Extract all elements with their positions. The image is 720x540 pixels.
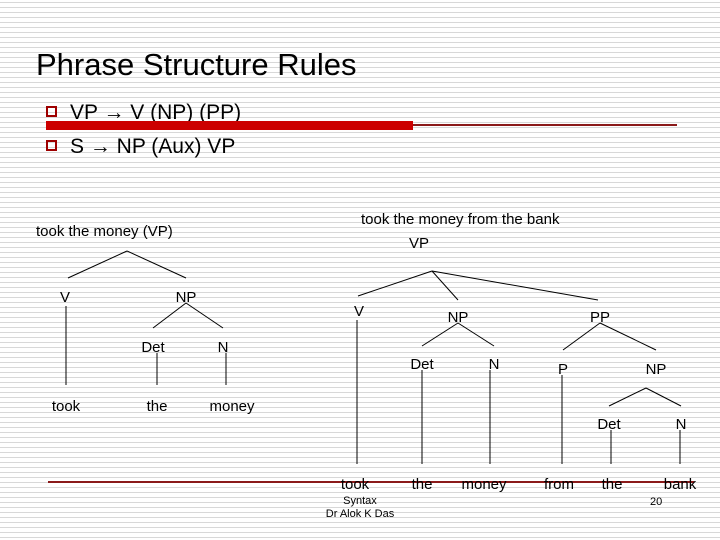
edge-np-n — [185, 302, 224, 329]
tree-right-node-pp: PP — [589, 309, 611, 326]
tree-right-word-bank: bank — [663, 476, 697, 493]
accent-bar — [46, 121, 413, 130]
tree-right-root-label: VP — [409, 235, 430, 252]
bullet-item-1-label: VP → V (NP) (PP) — [70, 101, 242, 124]
tree-right-node-n: N — [488, 356, 500, 373]
tree-right-word-from: from — [544, 476, 574, 493]
square-bullet-icon — [46, 106, 57, 117]
footer-line-2: Dr Alok K Das — [325, 508, 395, 520]
page-number: 20 — [650, 496, 663, 508]
edge-r-pp-np — [599, 322, 657, 351]
edge-r-np2-det — [608, 387, 647, 407]
edge-vp-v — [67, 250, 128, 279]
bullet-item-2-label: S → NP (Aux) VP — [70, 135, 236, 158]
tree-left-word-the: the — [146, 398, 168, 415]
bullet-item-1: VP → V (NP) (PP) — [46, 100, 241, 126]
edge-r-pp-p — [562, 322, 601, 351]
tree-left-node-v: V — [59, 289, 71, 306]
tree-left-node-n: N — [217, 339, 229, 356]
tree-right-caption: took the money from the bank — [361, 211, 560, 228]
edge-r-np-n — [457, 322, 495, 347]
edge-r-np-det — [421, 322, 459, 347]
accent-line — [413, 124, 677, 126]
tree-left-node-det: Det — [141, 339, 165, 356]
tree-right-word-took: took — [340, 476, 370, 493]
tree-right-word-money: money — [461, 476, 507, 493]
bullet-item-2: S → NP (Aux) VP — [46, 134, 235, 160]
tree-right-node-n2: N — [675, 416, 687, 433]
footer: Syntax Dr Alok K Das — [326, 495, 394, 521]
square-bullet-icon — [46, 140, 57, 151]
tree-left-caption: took the money (VP) — [36, 223, 173, 240]
edge-r-np2-n — [645, 387, 682, 407]
edge-r-vp-pp — [431, 270, 599, 301]
tree-right-node-det: Det — [410, 356, 434, 373]
edge-r-vp-np — [431, 270, 459, 301]
tree-right-word-the: the — [411, 476, 433, 493]
tree-right-word-the2: the — [601, 476, 623, 493]
tree-right-node-np2: NP — [645, 361, 667, 378]
tree-right-node-np: NP — [447, 309, 469, 326]
edge-r-vp-v — [357, 270, 433, 297]
edge-np-det — [152, 302, 187, 329]
tree-right-node-p: P — [557, 361, 569, 378]
page-title: Phrase Structure Rules — [36, 47, 357, 82]
tree-left-node-np: NP — [175, 289, 197, 306]
tree-right-node-det2: Det — [597, 416, 621, 433]
tree-left-word-took: took — [51, 398, 81, 415]
edge-vp-np — [126, 250, 187, 279]
footer-divider-line — [48, 481, 694, 483]
tree-right-node-v: V — [353, 303, 365, 320]
footer-line-1: Syntax — [343, 495, 377, 507]
tree-left-word-money: money — [209, 398, 255, 415]
